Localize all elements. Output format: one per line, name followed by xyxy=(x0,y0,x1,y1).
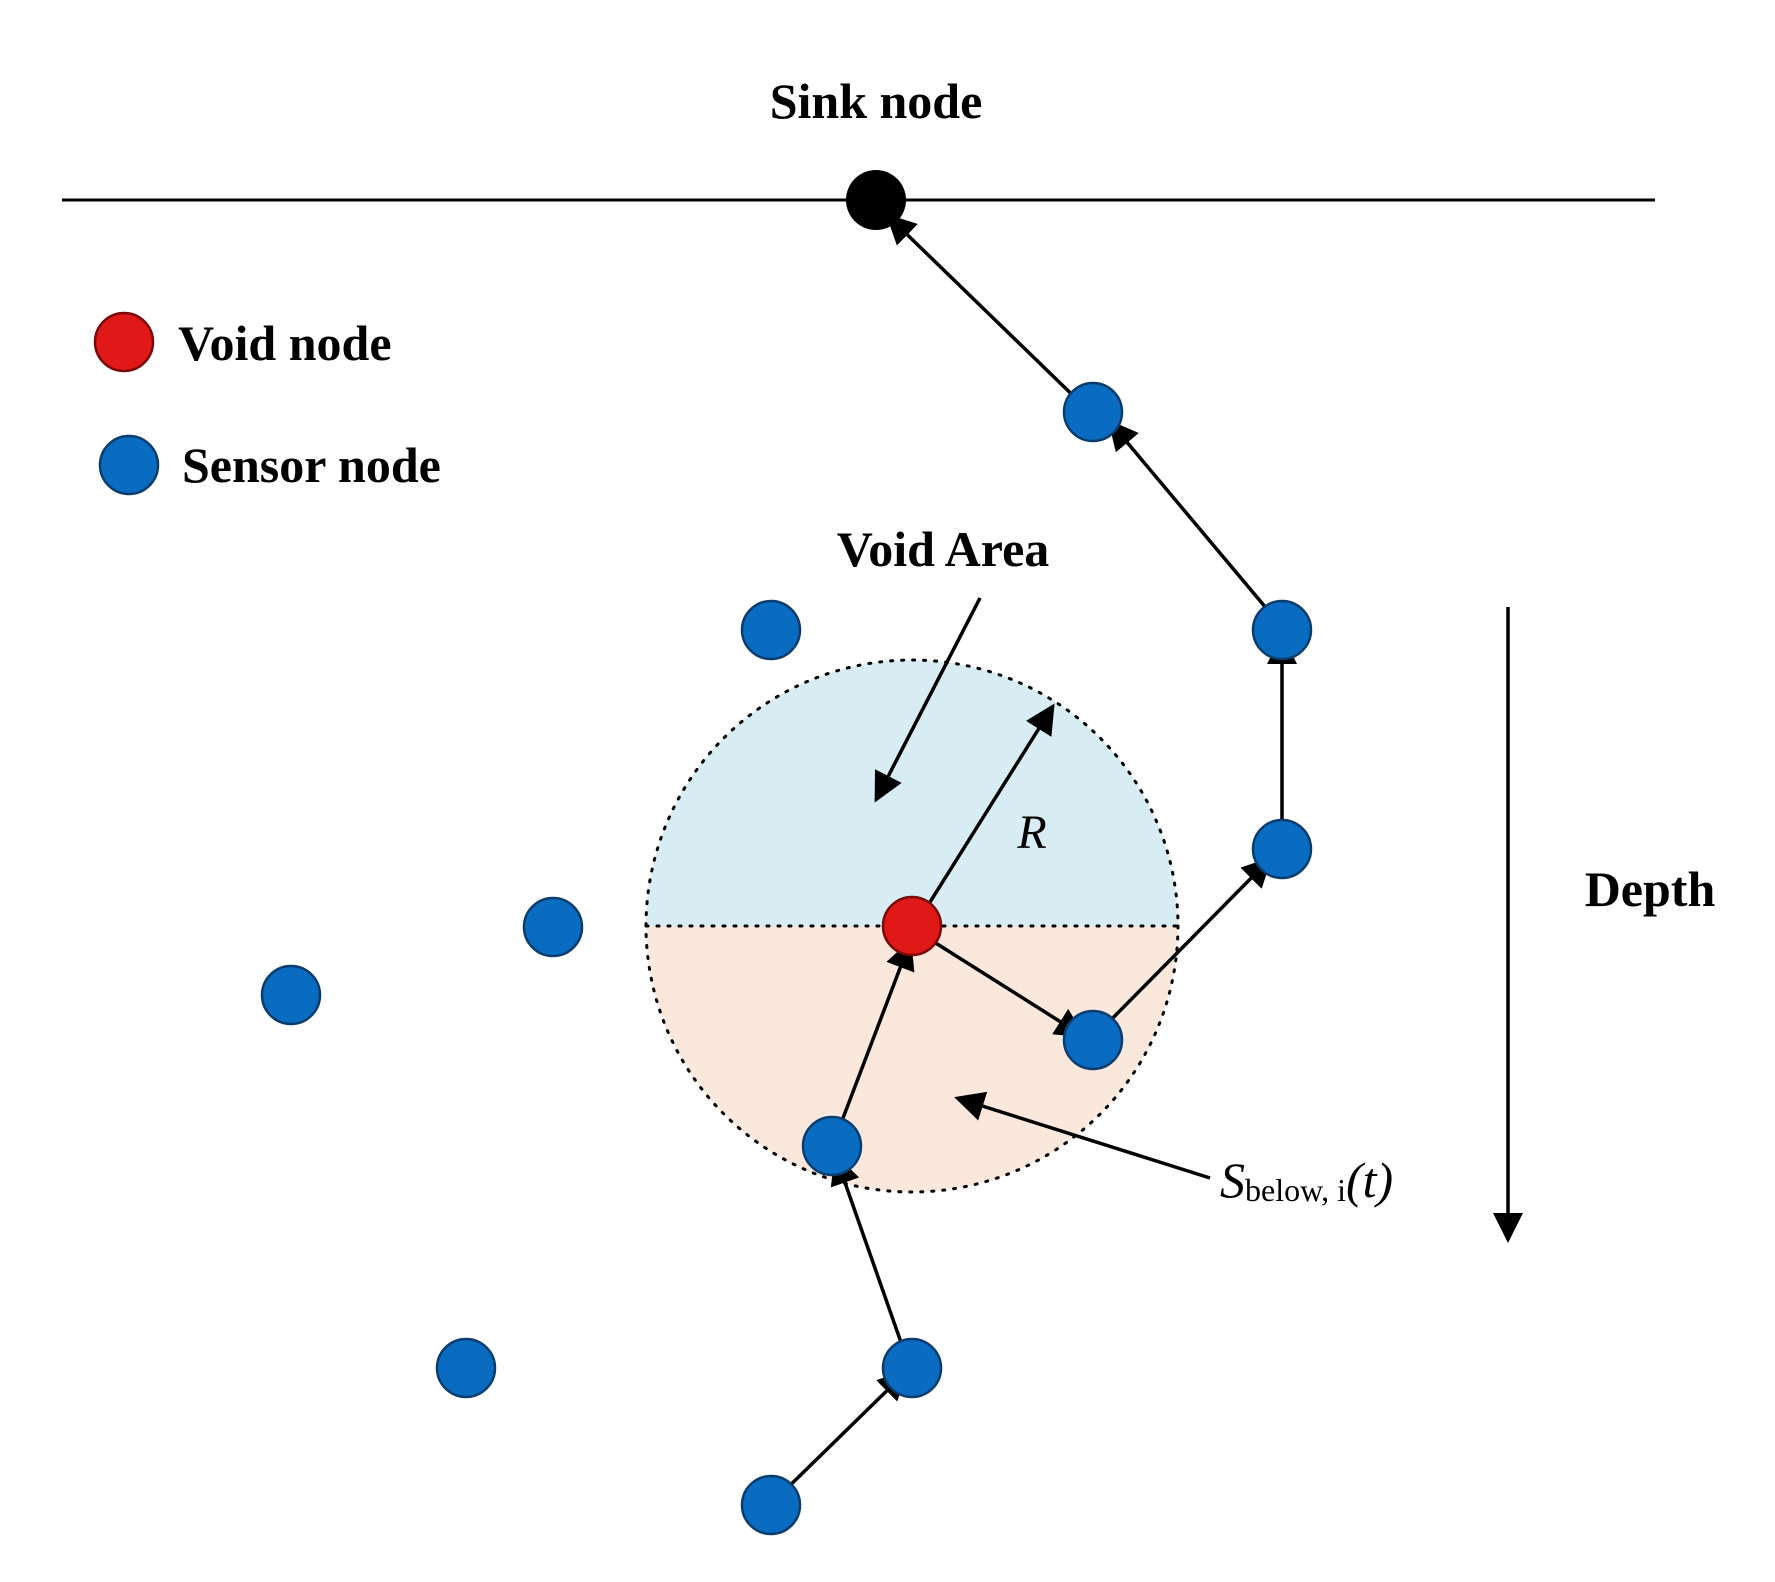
routing-path xyxy=(771,213,1297,1504)
void-node xyxy=(881,895,943,957)
sensor-node xyxy=(1062,1009,1124,1071)
legend-void-node-label: Void node xyxy=(178,315,392,371)
sensor-nodes xyxy=(260,381,1313,1536)
below-region-label-subscript: below, i xyxy=(1245,1172,1346,1208)
legend: Void node Sensor node xyxy=(93,311,441,496)
below-region-label-main: S xyxy=(1220,1152,1245,1208)
void-area-upper-half xyxy=(646,660,1178,926)
below-region-label-argument: (t) xyxy=(1346,1152,1393,1208)
below-region-pointer-arrow xyxy=(954,1091,1211,1180)
sensor-node xyxy=(1251,599,1313,661)
route-arrow-8 xyxy=(885,213,1092,414)
sensor-node xyxy=(260,964,322,1026)
sensor-node xyxy=(881,1337,943,1399)
route-arrow-2 xyxy=(830,1154,912,1369)
sensor-node xyxy=(522,896,584,958)
radius-arrow xyxy=(913,703,1055,927)
sensor-node xyxy=(740,1474,802,1536)
depth-label: Depth xyxy=(1585,861,1716,917)
void-area-pointer-arrow xyxy=(874,597,982,803)
sensor-node xyxy=(740,599,802,661)
sensor-node xyxy=(1251,818,1313,880)
route-arrow-3 xyxy=(830,939,915,1148)
sensor-node xyxy=(1062,381,1124,443)
void-area-label: Void Area xyxy=(837,521,1050,577)
sensor-node xyxy=(435,1337,497,1399)
route-arrow-4 xyxy=(914,928,1086,1038)
legend-sensor-node-swatch xyxy=(98,434,160,496)
sink-node xyxy=(846,170,906,230)
below-region-label: Sbelow, i(t) xyxy=(1220,1152,1393,1208)
sink-node-label: Sink node xyxy=(770,73,983,129)
radius-label: R xyxy=(1016,806,1046,859)
route-arrow-5 xyxy=(1093,856,1273,1038)
legend-void-node-swatch xyxy=(93,311,155,373)
route-arrow-7 xyxy=(1108,419,1284,629)
legend-sensor-node-label: Sensor node xyxy=(182,437,441,493)
sensor-node xyxy=(801,1115,863,1177)
route-arrow-1 xyxy=(771,1369,909,1504)
